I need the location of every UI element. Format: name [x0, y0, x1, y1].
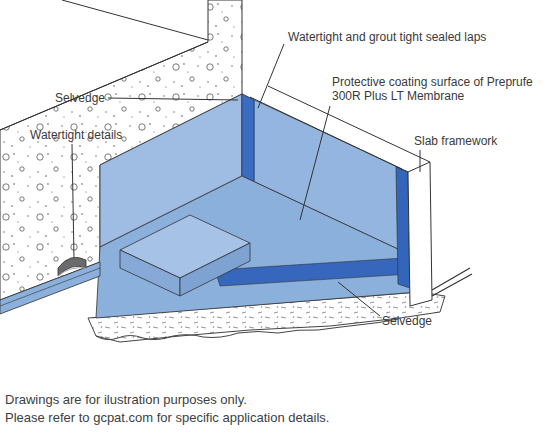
part-label: Selvedge [55, 91, 105, 105]
leader-line [108, 98, 238, 100]
floor-membrane [0, 262, 100, 314]
part-label: Watertight details [30, 128, 122, 142]
part-label: Watertight and grout tight sealed laps [288, 30, 486, 44]
leader-line [72, 144, 74, 258]
floor-membrane [96, 176, 418, 318]
part-label: Selvedge [382, 314, 432, 328]
leader-line [300, 106, 330, 220]
selvedge-strip [242, 94, 254, 182]
watertight-detail [58, 257, 86, 276]
leader-line [420, 150, 421, 172]
ground-edge [96, 319, 398, 340]
wall-edge [62, 0, 208, 40]
framework-brace [432, 268, 472, 296]
part-label: Slab framework [414, 134, 497, 148]
note-text: Please refer to gcpat.com for specific a… [5, 410, 329, 426]
slab-framework [408, 162, 432, 306]
note-text: Drawings are for ilustration purposes on… [5, 392, 247, 408]
wall-edge [0, 42, 208, 130]
leader-line [258, 44, 284, 108]
part-label: Protective coating surface of Preprufe 3… [332, 75, 554, 103]
leader-line [338, 282, 380, 316]
